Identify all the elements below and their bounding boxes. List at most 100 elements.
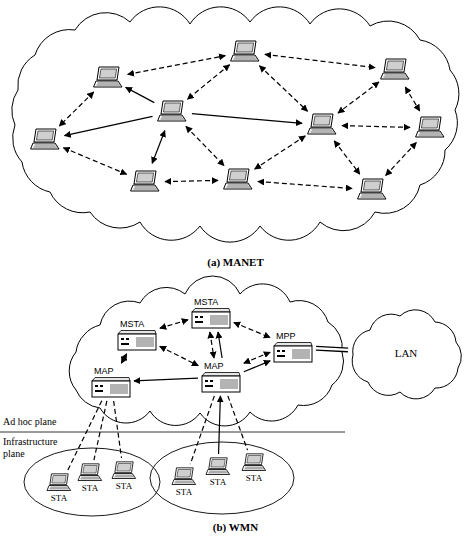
station-laptop: STA — [76, 462, 104, 494]
plane-divider — [0, 432, 345, 433]
solid-link — [152, 131, 165, 164]
manet-cloud — [12, 7, 459, 242]
station-label: STA — [51, 493, 67, 503]
mesh-device-icon — [92, 378, 130, 398]
dashed-link — [386, 143, 417, 176]
dashed-link — [114, 401, 122, 458]
dashed-link — [187, 65, 229, 100]
mesh-device: MAP — [90, 365, 132, 399]
dashed-link — [334, 141, 360, 174]
laptop-icon — [381, 59, 409, 79]
station-group — [24, 448, 160, 516]
link-connector — [234, 322, 270, 337]
mesh-device-icon — [91, 376, 131, 398]
solid-link — [219, 396, 221, 454]
dashed-link — [68, 401, 102, 470]
dashed-link — [265, 54, 375, 67]
mesh-device-icon — [117, 329, 157, 351]
mesh-device-icon — [274, 343, 312, 363]
laptop-icon — [131, 171, 159, 191]
device-label: MAP — [91, 366, 114, 376]
laptop-icon — [31, 129, 59, 149]
laptop-icon — [206, 458, 230, 475]
laptop-icon — [242, 454, 266, 471]
laptop-icon — [224, 169, 252, 189]
network-label: LAN — [395, 347, 418, 360]
station-laptop: STA — [110, 460, 138, 492]
dashed-link — [128, 56, 226, 75]
plane-label: Infrastructure plane — [3, 436, 71, 460]
laptop-icon — [231, 41, 259, 61]
station-laptop: STA — [240, 452, 268, 484]
wired-link — [316, 348, 348, 350]
dashed-link — [63, 148, 126, 175]
mesh-device: MPP — [272, 330, 314, 364]
station-laptop: STA — [170, 466, 198, 498]
solid-link — [65, 116, 153, 135]
device-label: MSTA — [191, 297, 218, 307]
dashed-link — [210, 332, 214, 358]
link-connector — [316, 348, 348, 350]
mesh-device-icon — [191, 307, 231, 329]
wired-link — [316, 348, 348, 350]
figure-caption: (b) WMN — [0, 521, 471, 533]
wmn-cloud — [69, 276, 343, 426]
station-laptop: STA — [204, 456, 232, 488]
mesh-device-icon — [202, 373, 240, 393]
dashed-link — [94, 401, 107, 460]
lan-cloud: LAN — [350, 310, 462, 396]
laptop-icon — [47, 474, 71, 491]
laptop-icon — [158, 101, 186, 121]
mesh-device: MSTA — [190, 296, 232, 330]
dashed-link — [405, 87, 419, 111]
station-label: STA — [116, 481, 132, 491]
laptop-icon — [241, 453, 267, 473]
link-connector — [218, 332, 222, 358]
solid-link — [192, 114, 302, 124]
device-label: MSTA — [117, 319, 144, 329]
laptop-icon — [171, 467, 197, 487]
laptop-icon — [416, 117, 444, 137]
dashed-link — [160, 346, 198, 365]
laptop-icon — [78, 464, 102, 481]
dashed-link — [260, 66, 308, 111]
link-connector — [228, 396, 248, 450]
mesh-device: MSTA — [116, 318, 158, 352]
dashed-link — [338, 82, 379, 113]
dashed-link — [342, 126, 410, 128]
link-connector — [121, 354, 126, 364]
link-connector — [244, 361, 270, 372]
solid-link — [218, 332, 222, 358]
dashed-link — [59, 92, 93, 126]
mesh-device-icon — [201, 371, 241, 393]
laptop-icon — [112, 462, 136, 479]
link-connector — [219, 396, 221, 454]
laptop-icon — [46, 473, 72, 493]
solid-link — [244, 361, 270, 372]
station-group — [150, 442, 294, 514]
link-connector — [68, 401, 102, 470]
dashed-link — [186, 126, 224, 165]
station-label: STA — [210, 477, 226, 487]
dashed-link — [258, 182, 352, 189]
station-label: STA — [176, 487, 192, 497]
link-connector — [210, 332, 214, 358]
dashed-link — [121, 354, 126, 364]
dashed-link — [165, 180, 218, 181]
device-label: MPP — [273, 331, 296, 341]
laptop-icon — [94, 67, 122, 87]
link-connector — [244, 352, 270, 363]
solid-link — [126, 87, 155, 102]
manet-laptops — [31, 41, 444, 199]
link-connector — [114, 401, 122, 458]
dashed-link — [190, 396, 214, 464]
laptop-icon — [308, 114, 336, 134]
solid-link — [134, 378, 198, 381]
link-connector — [134, 378, 198, 381]
mesh-device-icon — [192, 309, 230, 329]
plane-label: Ad hoc plane — [3, 416, 93, 428]
cloud-outline — [352, 310, 461, 399]
station-label: STA — [246, 473, 262, 483]
